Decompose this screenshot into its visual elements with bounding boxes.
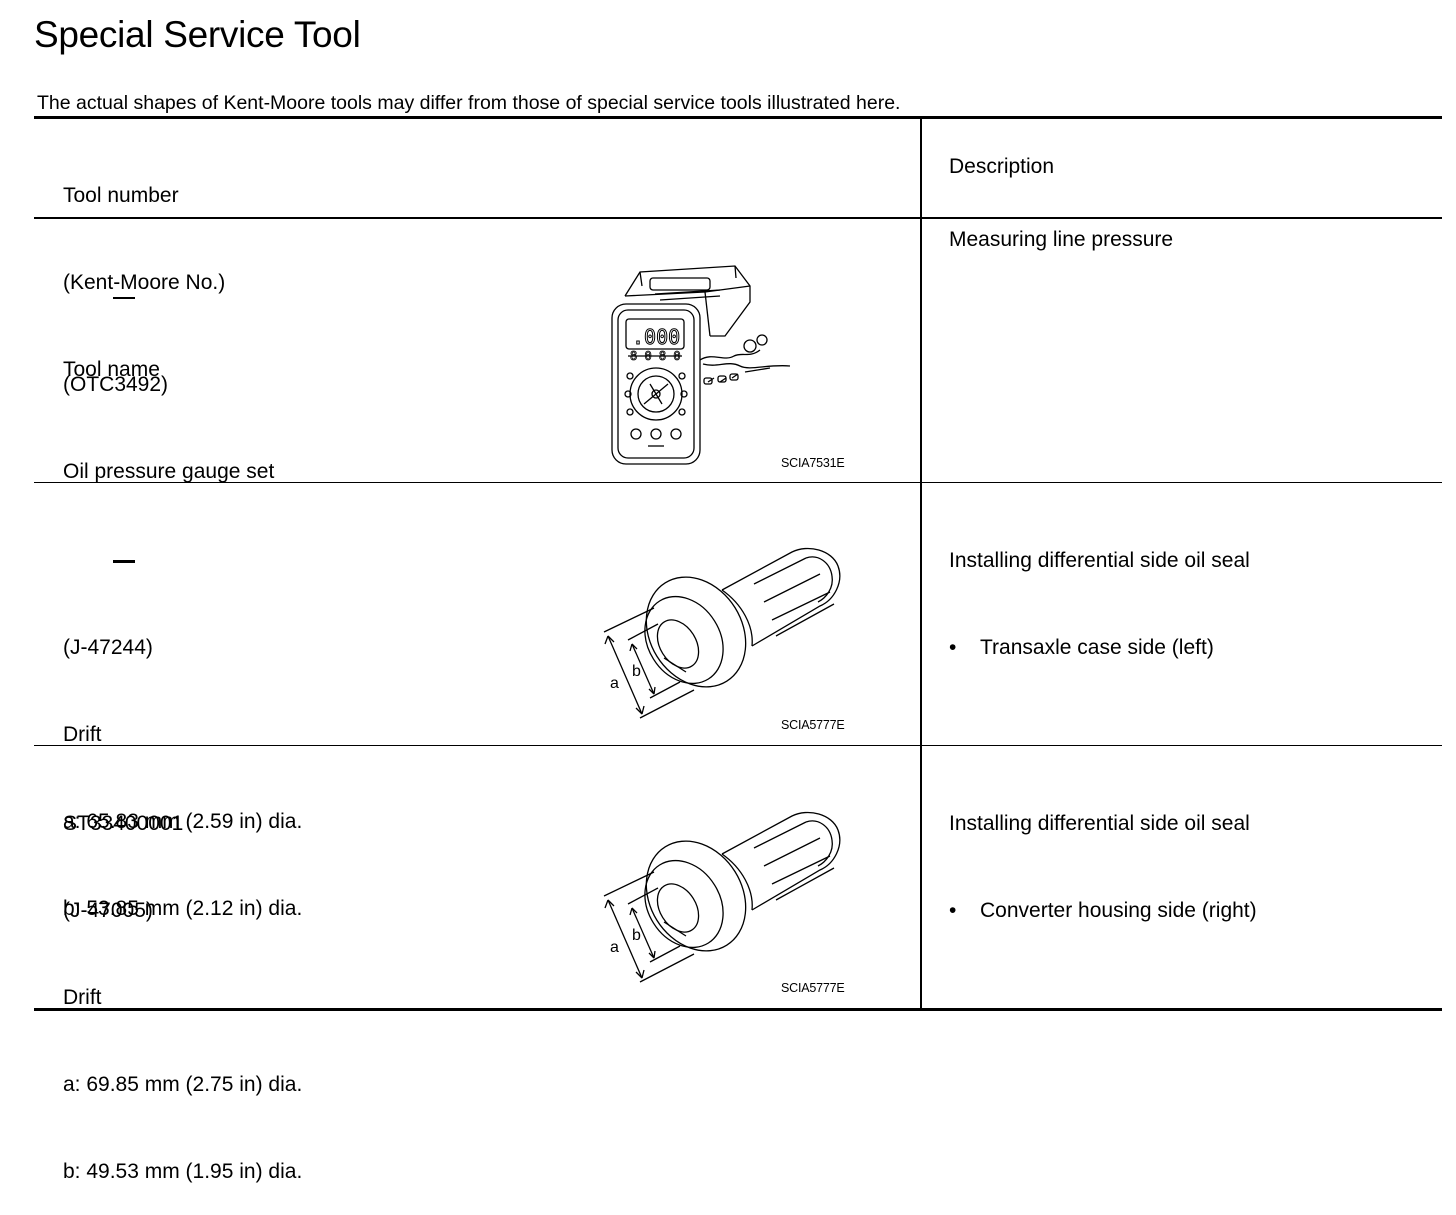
tool-number-dash	[63, 546, 302, 575]
table-row-3-description: Installing differential side oil seal • C…	[949, 751, 1257, 954]
table-row-1-tool-cell: (OTC3492) Oil pressure gauge set	[63, 225, 274, 515]
table-row-3-tool-cell: ST33400001 (J-47005) Drift a: 69.85 mm (…	[63, 751, 302, 1215]
header-kent-moore-no: (Kent-Moore No.)	[63, 271, 226, 294]
bullet-text: Converter housing side (right)	[980, 899, 1257, 922]
tool-number-dash	[63, 283, 274, 312]
row-divider	[34, 482, 1442, 483]
table-row-2-description: Installing differential side oil seal • T…	[949, 488, 1250, 691]
dimension-b: b: 49.53 mm (1.95 in) dia.	[63, 1160, 303, 1183]
dim-label-a: a	[610, 675, 619, 692]
svg-text:.000: .000	[632, 325, 680, 349]
header-tool-number: Tool number	[63, 184, 179, 207]
dash-mark	[113, 297, 135, 300]
dim-label-b: b	[632, 927, 641, 944]
column-divider	[920, 117, 922, 1008]
header-bottom-rule	[34, 217, 1442, 219]
kent-moore-no: (J-47005)	[63, 899, 153, 922]
page-note: The actual shapes of Kent-Moore tools ma…	[37, 92, 901, 114]
table-bottom-rule	[34, 1008, 1442, 1011]
description-bullet-item: • Converter housing side (right)	[949, 896, 1257, 925]
dim-label-a: a	[610, 939, 619, 956]
drift-icon: a b	[603, 547, 841, 719]
table-row-2-tool-cell: (J-47244) Drift a: 65.83 mm (2.59 in) di…	[63, 488, 302, 952]
header-tool-column: Tool number (Kent-Moore No.) Tool name	[63, 123, 225, 413]
description-text: Installing differential side oil seal	[949, 549, 1250, 572]
tool-number: ST33400001	[63, 812, 184, 835]
tool-name: Drift	[63, 723, 102, 746]
table-row-1-description: Measuring line pressure	[949, 228, 1174, 251]
bullet-marker: •	[949, 636, 957, 659]
dim-label-b: b	[632, 663, 641, 680]
dimension-b: b: 53.85 mm (2.12 in) dia.	[63, 897, 303, 920]
image-code-label: SCIA5777E	[781, 981, 845, 995]
page-title: Special Service Tool	[34, 14, 361, 55]
header-description: Description	[949, 155, 1055, 178]
drift-icon: a b	[603, 811, 841, 983]
description-bullet-item: • Transaxle case side (left)	[949, 633, 1250, 662]
description-text: Installing differential side oil seal	[949, 812, 1250, 835]
image-code-label: SCIA5777E	[781, 718, 845, 732]
svg-text:8 0 8 0: 8 0 8 0	[630, 349, 681, 363]
oil-pressure-gauge-set-icon: .000 8 0 8 0	[611, 265, 791, 465]
header-tool-name: Tool name	[63, 358, 160, 381]
dimension-a: a: 69.85 mm (2.75 in) dia.	[63, 1073, 303, 1096]
dash-mark	[113, 559, 135, 563]
row-divider	[34, 745, 1442, 746]
dimension-a: a: 65.83 mm (2.59 in) dia.	[63, 810, 303, 833]
kent-moore-no: (OTC3492)	[63, 373, 169, 396]
tool-name: Drift	[63, 986, 102, 1009]
image-code-label: SCIA7531E	[781, 456, 845, 470]
kent-moore-no: (J-47244)	[63, 636, 153, 659]
bullet-marker: •	[949, 899, 957, 922]
table-top-rule	[34, 116, 1442, 119]
tool-name: Oil pressure gauge set	[63, 460, 275, 483]
bullet-text: Transaxle case side (left)	[980, 636, 1214, 659]
